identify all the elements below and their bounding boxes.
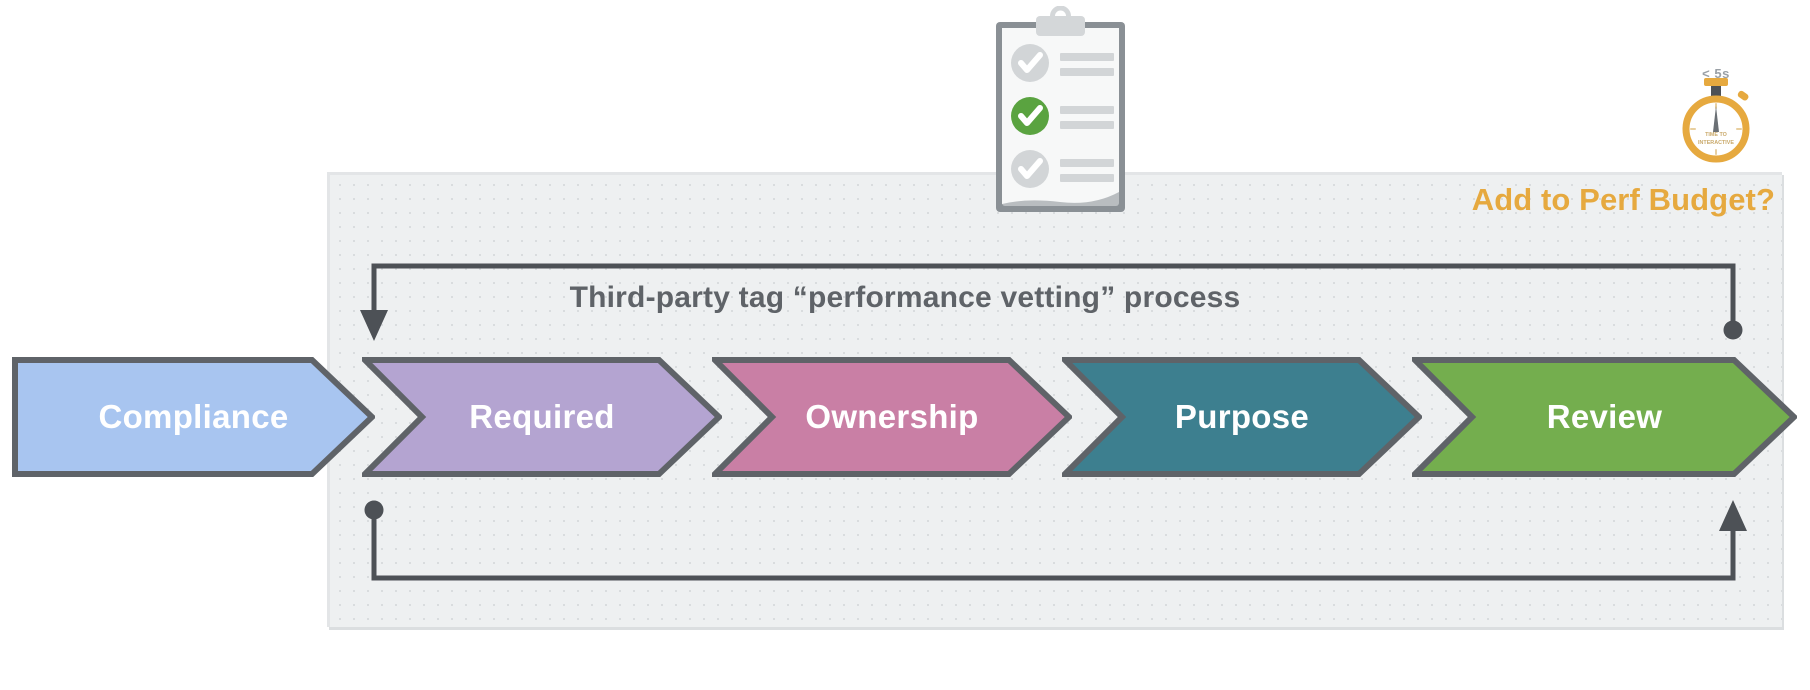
stage-purpose[interactable]: Purpose [1062,357,1422,477]
stopwatch-icon: < 5s TIME TO INTERACTIVE [1668,66,1764,166]
stage-required[interactable]: Required [362,357,722,477]
stage-review-shape [1412,357,1797,477]
stage-ownership[interactable]: Ownership [712,357,1072,477]
stage-compliance[interactable]: Compliance [12,357,375,477]
stage-compliance-shape [12,357,375,477]
clipboard-checklist-icon [988,5,1133,221]
stopwatch-face-line1: TIME TO [1705,132,1727,138]
stage-review[interactable]: Review [1412,357,1797,477]
perf-budget-heading: Add to Perf Budget? [1471,182,1775,217]
stopwatch-face-line2: INTERACTIVE [1698,140,1734,146]
process-title: Third-party tag “performance vetting” pr… [569,281,1241,314]
stage-ownership-shape [712,357,1072,477]
stage-required-shape [362,357,722,477]
stopwatch-label: < 5s [1702,66,1730,81]
stage-purpose-shape [1062,357,1422,477]
process-stage-band: Compliance Required Ownership Purpose [0,357,1810,477]
